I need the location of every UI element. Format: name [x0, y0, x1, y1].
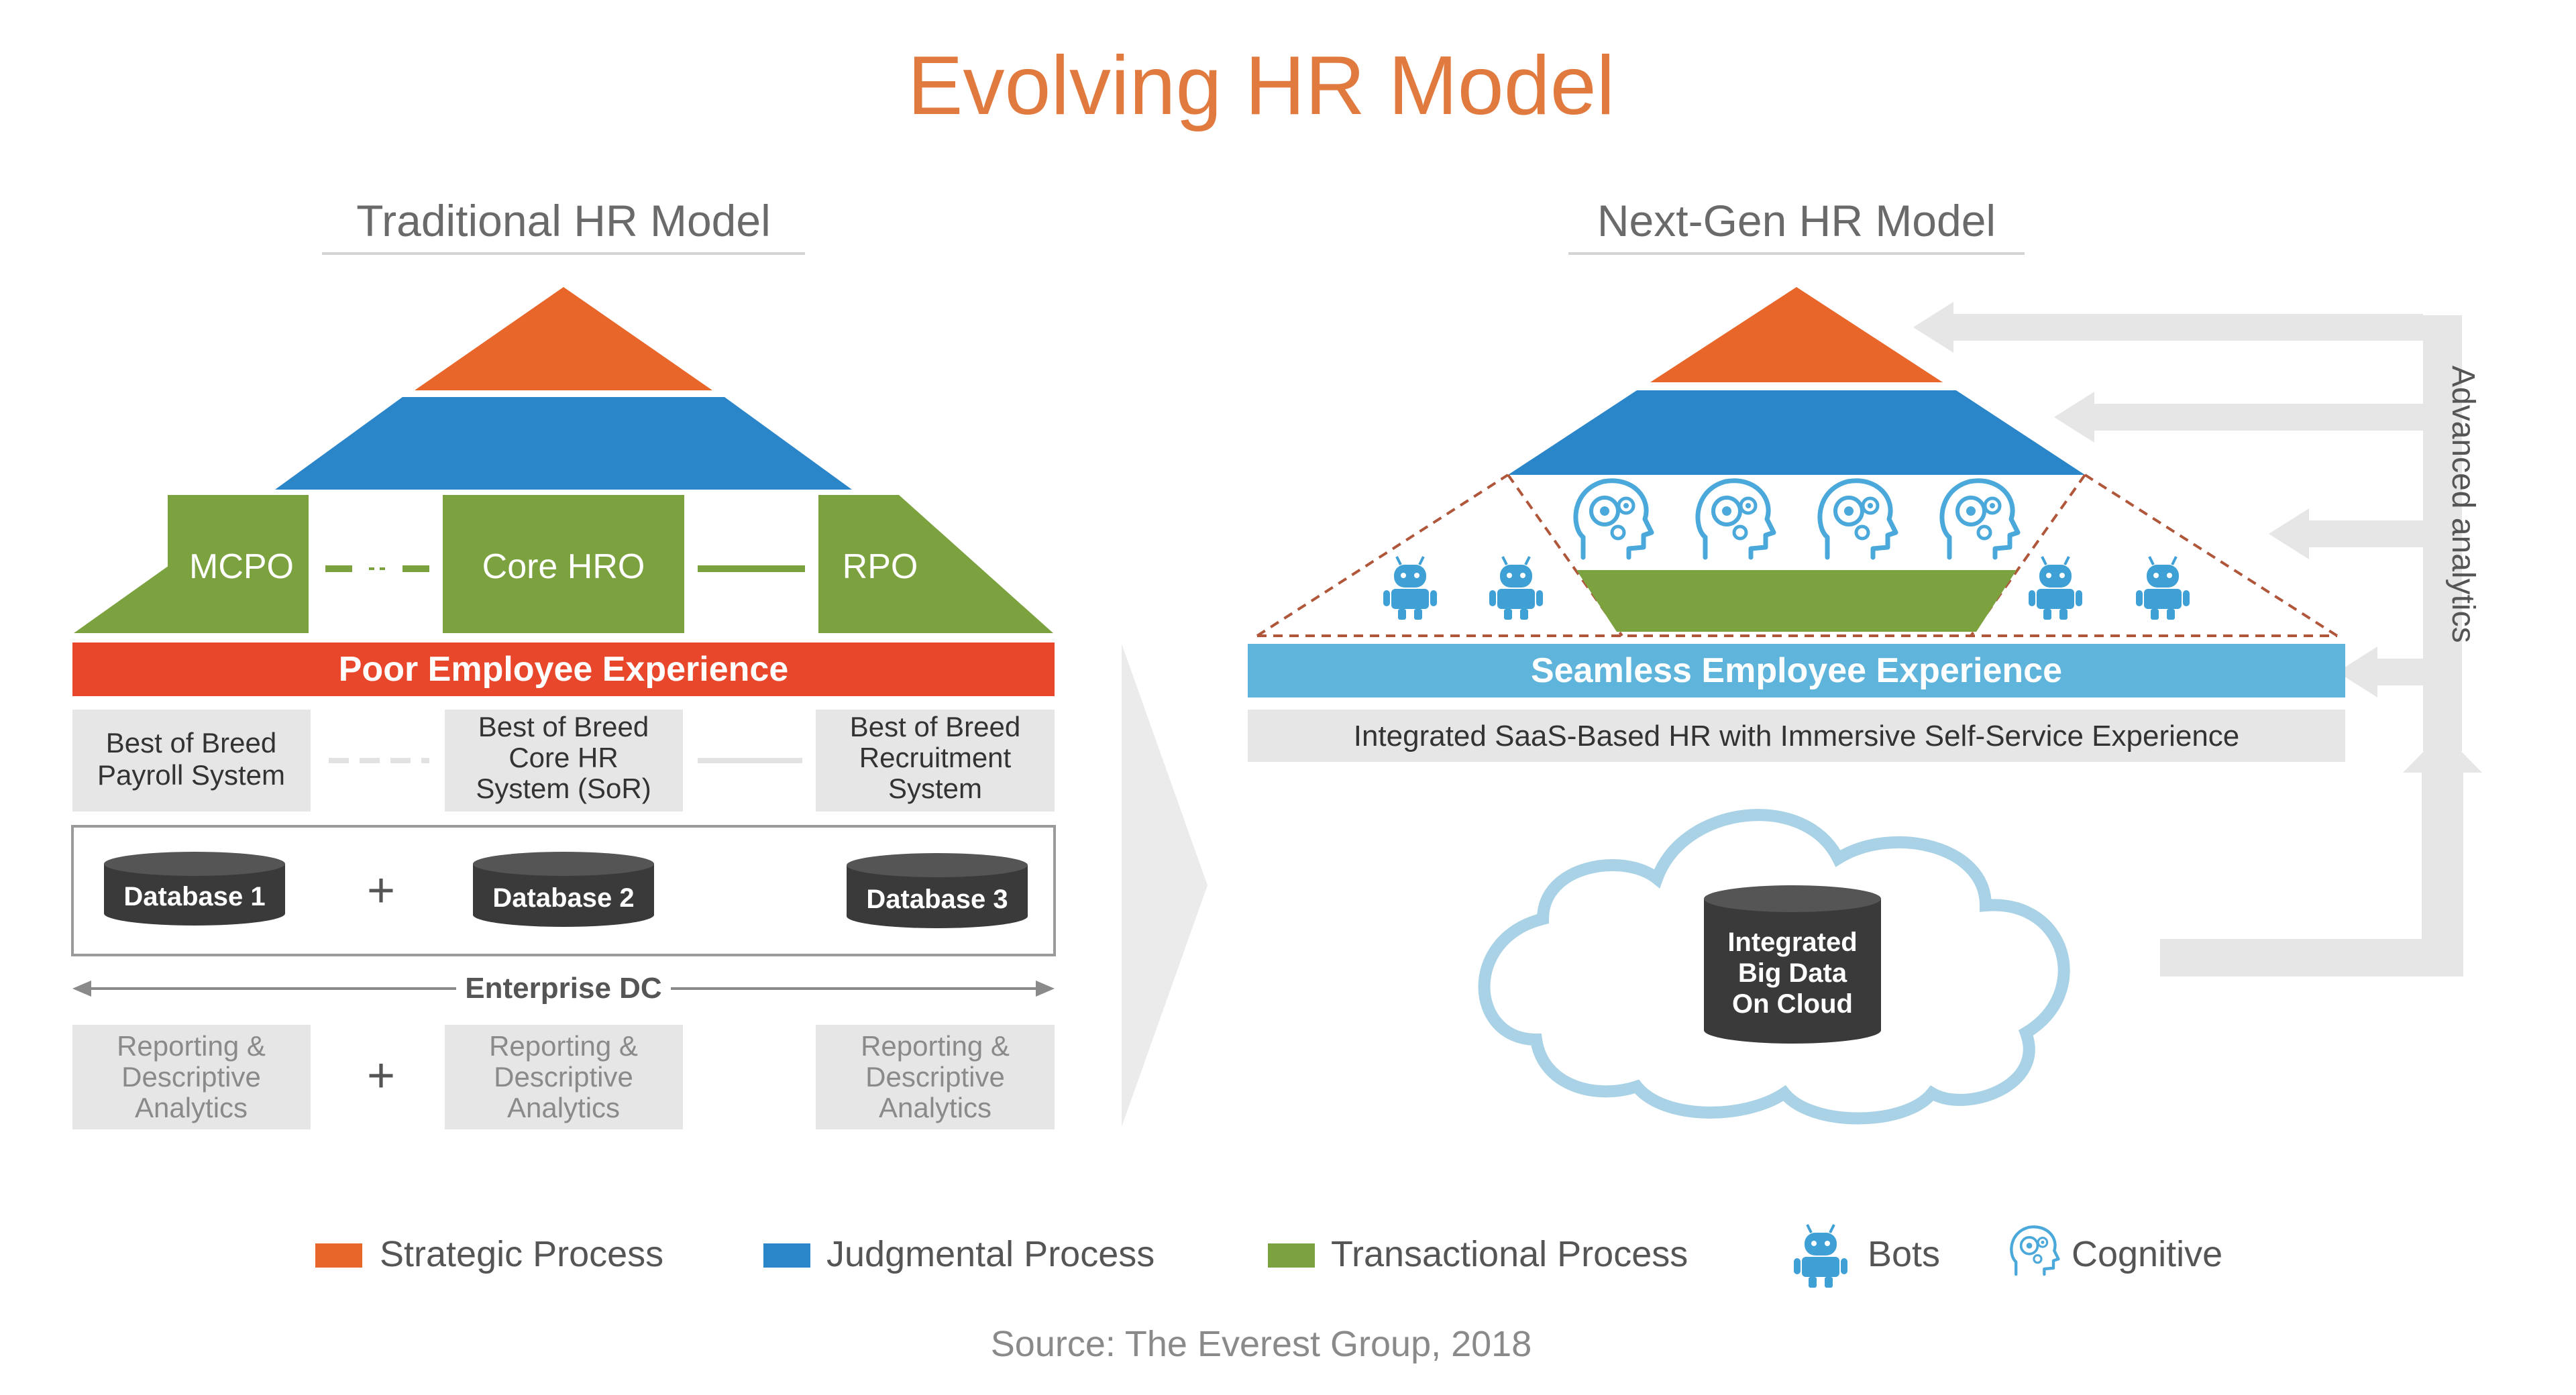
saas-bar	[1248, 710, 2345, 762]
saas-label: Integrated SaaS-Based HR with Immersive …	[1354, 720, 2240, 752]
reporting-box-1	[72, 1025, 311, 1129]
dashed-edge-right-outer	[2084, 473, 2339, 637]
mcpo-label: MCPO	[189, 547, 294, 586]
reporting-2-line-1: Reporting &	[489, 1030, 638, 1062]
nextgen-strategic-tier	[1650, 287, 1943, 382]
judgmental-tier	[275, 397, 852, 490]
robot-icon-3	[2027, 555, 2084, 621]
reporting-2-line-3: Analytics	[507, 1092, 620, 1123]
legend-transactional-label: Transactional Process	[1331, 1234, 1688, 1274]
payroll-system-box	[72, 710, 311, 812]
dc-arrowhead-right	[1036, 981, 1055, 997]
analytics-arrow-experience	[2376, 659, 2423, 685]
reporting-1-line-3: Analytics	[135, 1092, 248, 1123]
analytics-column	[2423, 315, 2462, 751]
reporting-3-line-3: Analytics	[879, 1092, 991, 1123]
poor-experience-label: Poor Employee Experience	[339, 650, 789, 689]
legend: Strategic Process Judgmental Process Tra…	[315, 1223, 2222, 1289]
legend-transactional-swatch	[1268, 1243, 1315, 1268]
database-1-label: Database 1	[123, 882, 265, 911]
core-hro-block	[443, 495, 684, 633]
reporting-1-line-1: Reporting &	[117, 1030, 266, 1062]
page-title: Evolving HR Model	[908, 40, 1615, 132]
analytics-arrowhead-transactional	[2269, 508, 2309, 559]
analytics-arrow-strategic	[1952, 314, 2423, 341]
advanced-analytics-label: Advanced analytics	[2445, 366, 2481, 643]
database-2-cylinder: Database 2	[473, 852, 654, 927]
database-2-label: Database 2	[492, 883, 634, 913]
big-data-database: Integrated Big Data On Cloud	[1704, 885, 1881, 1044]
recruitment-system-line-2: Recruitment	[859, 742, 1012, 773]
plus-sign-reporting: +	[367, 1049, 395, 1103]
legend-bots-label: Bots	[1868, 1234, 1940, 1274]
nextgen-judgmental-tier	[1508, 390, 2085, 475]
enterprise-dc-label: Enterprise DC	[465, 972, 661, 1005]
analytics-arrowhead-strategic	[1913, 302, 1953, 353]
legend-cognitive-icon	[2011, 1227, 2058, 1274]
mcpo-block	[168, 495, 309, 633]
traditional-model: Traditional HR Model MCPO Core HRO RPO P…	[71, 196, 1056, 1129]
payroll-system-line-1: Best of Breed	[106, 727, 276, 759]
reporting-box-3	[816, 1025, 1055, 1129]
database-1-cylinder: Database 1	[104, 852, 285, 926]
analytics-up-arrow	[2403, 732, 2482, 972]
dashed-edge-left-outer	[1256, 473, 1509, 637]
recruitment-system-box	[816, 710, 1055, 812]
robot-icon-2	[1488, 555, 1544, 621]
database-3-label: Database 3	[866, 885, 1008, 914]
transactional-right-slope	[859, 495, 1053, 633]
reporting-3-line-2: Descriptive	[865, 1061, 1005, 1093]
seamless-experience-bar	[1248, 644, 2345, 698]
plus-sign-databases: +	[367, 864, 395, 917]
strategic-tier	[415, 287, 712, 390]
analytics-arrowhead-judgmental	[2054, 392, 2094, 443]
analytics-arrowhead-experience	[2337, 647, 2377, 698]
payroll-system-line-2: Payroll System	[97, 759, 285, 791]
poor-experience-bar	[72, 643, 1055, 696]
analytics-arrow-judgmental	[2093, 404, 2423, 431]
dc-arrowhead-left	[72, 981, 91, 997]
seamless-experience-label: Seamless Employee Experience	[1531, 651, 2062, 690]
source-caption: Source: The Everest Group, 2018	[991, 1324, 1532, 1364]
legend-judgmental-label: Judgmental Process	[826, 1234, 1155, 1274]
reporting-3-line-1: Reporting &	[861, 1030, 1010, 1062]
legend-strategic-swatch	[315, 1243, 362, 1268]
nextgen-model: Next-Gen HR Model Advanced analytics	[1248, 196, 2482, 1125]
traditional-heading: Traditional HR Model	[356, 196, 770, 245]
reporting-1-line-2: Descriptive	[121, 1061, 261, 1093]
core-hr-system-line-1: Best of Breed	[478, 711, 649, 742]
legend-strategic-label: Strategic Process	[380, 1234, 663, 1274]
cloud-to-analytics-connector	[2160, 939, 2463, 976]
recruitment-system-line-3: System	[888, 773, 982, 804]
core-hro-label: Core HRO	[482, 547, 645, 586]
core-hr-system-line-3: System (SoR)	[476, 773, 651, 804]
robot-icon-1	[1382, 555, 1438, 621]
core-hr-system-line-2: Core HR	[508, 742, 618, 773]
big-data-line-2: Big Data	[1738, 958, 1847, 988]
cognitive-icon-3	[1820, 481, 1896, 557]
cognitive-icon-1	[1576, 481, 1652, 557]
big-data-line-3: On Cloud	[1732, 989, 1853, 1019]
rpo-label: RPO	[843, 547, 918, 586]
database-3-cylinder: Database 3	[847, 853, 1028, 928]
legend-cognitive-label: Cognitive	[2072, 1234, 2222, 1274]
nextgen-heading: Next-Gen HR Model	[1597, 196, 1996, 245]
cognitive-icon-2	[1698, 481, 1774, 557]
analytics-arrow-transactional	[2308, 520, 2423, 547]
nextgen-transactional-tier	[1576, 570, 2017, 632]
core-hr-system-box	[445, 710, 683, 812]
reporting-box-2	[445, 1025, 683, 1129]
big-data-line-1: Integrated	[1727, 928, 1857, 957]
legend-judgmental-swatch	[763, 1243, 810, 1268]
robot-icon-4	[2135, 555, 2191, 621]
legend-bots-icon	[1792, 1223, 1849, 1289]
reporting-2-line-2: Descriptive	[494, 1061, 633, 1093]
recruitment-system-line-1: Best of Breed	[850, 711, 1020, 742]
cognitive-icon-4	[1942, 481, 2018, 557]
transition-chevron	[1122, 644, 1208, 1127]
